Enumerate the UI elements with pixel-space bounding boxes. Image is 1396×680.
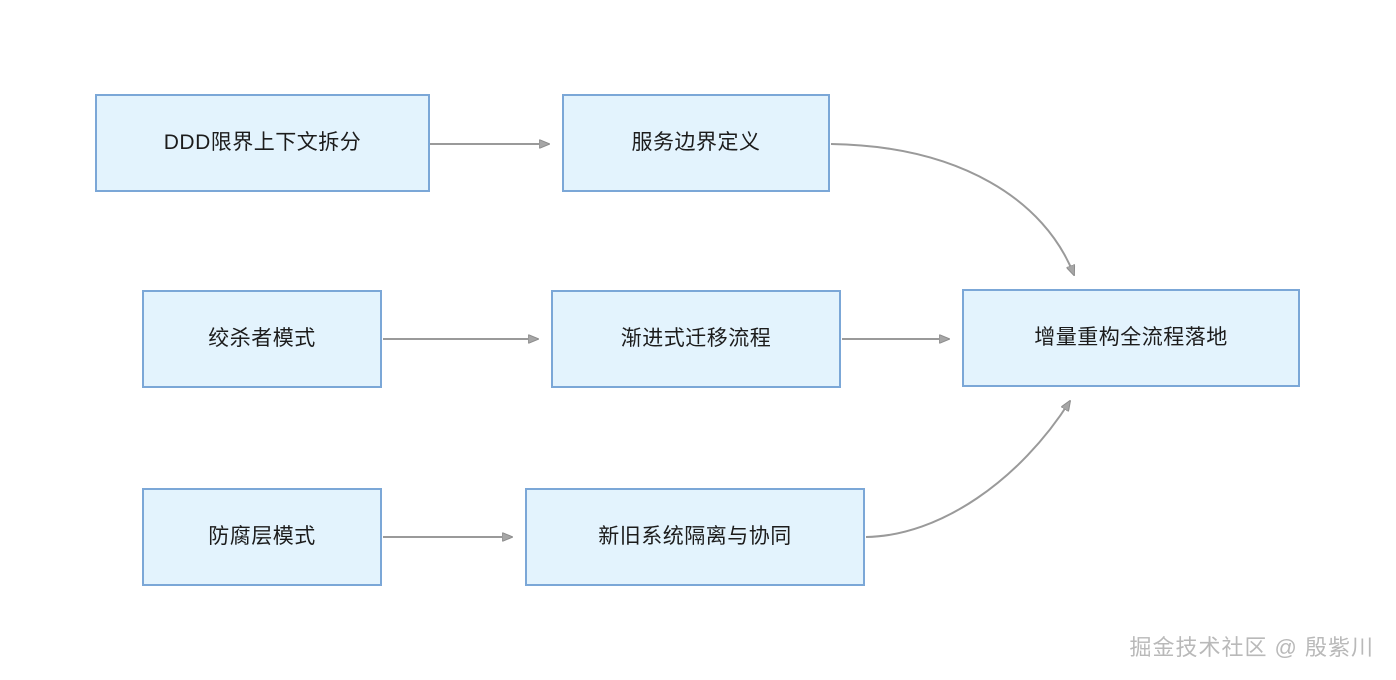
node-label: 服务边界定义 <box>631 131 761 155</box>
node-anti-corruption-layer[interactable]: 防腐层模式 <box>142 488 382 586</box>
node-incremental-refactor-landing[interactable]: 增量重构全流程落地 <box>962 289 1300 387</box>
node-strangler-pattern[interactable]: 绞杀者模式 <box>142 290 382 388</box>
node-label: 渐进式迁移流程 <box>620 327 772 351</box>
node-progressive-migration[interactable]: 渐进式迁移流程 <box>551 290 841 388</box>
node-label: 防腐层模式 <box>208 525 316 549</box>
node-label: 增量重构全流程落地 <box>1034 326 1228 350</box>
node-legacy-new-isolation[interactable]: 新旧系统隔离与协同 <box>525 488 865 586</box>
node-label: DDD限界上下文拆分 <box>163 131 362 155</box>
node-label: 新旧系统隔离与协同 <box>598 525 792 549</box>
node-ddd-bounded-context[interactable]: DDD限界上下文拆分 <box>95 94 430 192</box>
node-label: 绞杀者模式 <box>208 327 316 351</box>
watermark-text: 掘金技术社区 @ 殷紫川 <box>1129 635 1374 660</box>
node-service-boundary[interactable]: 服务边界定义 <box>562 94 830 192</box>
edge-boundary-to-target <box>830 143 1074 275</box>
edge-isolation-to-target <box>865 401 1070 538</box>
